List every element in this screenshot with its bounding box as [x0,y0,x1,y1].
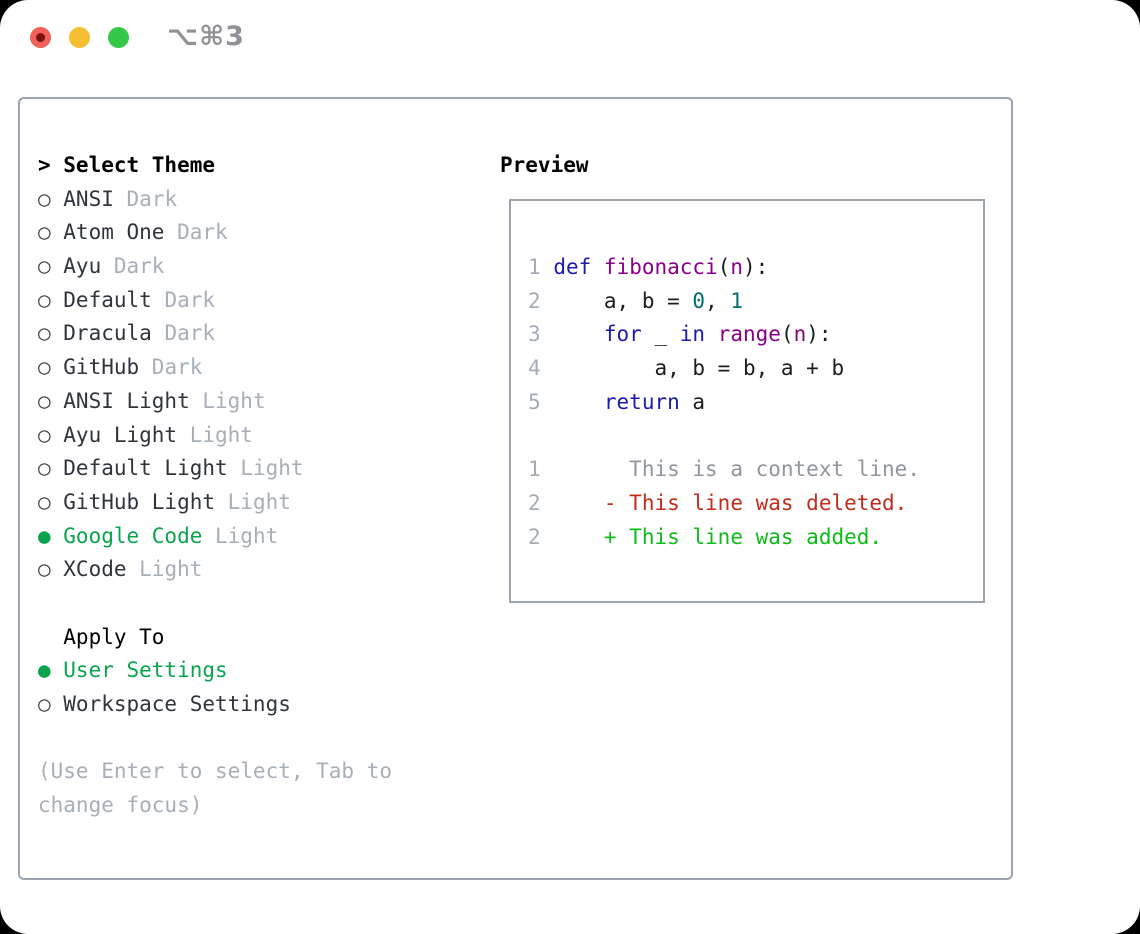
window-title: ⌥⌘3 [167,21,245,52]
theme-name: Atom One [63,220,165,245]
code-preview: 1 def fibonacci(n): 2 a, b = 0, 1 3 for _ … [528,251,983,419]
theme-variant: Light [189,422,253,447]
apply-to-option[interactable]: ● User Settings [38,654,417,688]
hint-text: (Use Enter to select, Tab to change focu… [38,759,405,818]
focus-caret-icon: > [38,153,51,177]
theme-variant: Dark [126,186,178,211]
theme-variant: Dark [113,254,165,279]
theme-variant: Dark [151,355,203,380]
selected-radio-icon: ● [38,658,51,683]
theme-variant: Light [202,388,266,413]
blank-line [528,419,983,453]
code-line: 3 for _ in range(n): [528,322,832,347]
selected-radio-icon: ● [38,523,51,548]
theme-list-section: > Select Theme ○ ANSI Dark ○ Atom One Dark ○ A… [38,149,417,823]
theme-variant: Light [227,489,291,514]
select-theme-label: Select Theme [63,153,215,177]
radio-icon: ○ [38,489,51,514]
line-number: 1 [528,255,541,279]
diff-line: 2 + This line was added. [528,524,883,549]
theme-variant: Dark [177,220,228,245]
theme-name: Default [63,287,152,312]
theme-option[interactable]: ○ Atom One Dark [38,216,417,250]
theme-variant: Dark [164,321,216,346]
theme-name: Ayu Light [63,422,178,447]
theme-option[interactable]: ○ Default Light Light [38,452,417,486]
theme-list: ○ ANSI Dark ○ Atom One Dark ○ Ayu Dark ○ Defaul… [38,183,417,587]
theme-option[interactable]: ● Google Code Light [38,520,417,554]
select-theme-header: > Select Theme [38,149,417,183]
spacer-row [38,722,417,756]
line-number: 5 [528,389,541,414]
theme-name: Ayu [63,254,102,279]
zoom-button[interactable] [108,27,129,48]
radio-icon: ○ [38,321,51,346]
code-line: 4 a, b = b, a + b [528,356,845,381]
no-marker [38,621,63,655]
radio-icon: ○ [38,422,51,447]
apply-to-header: Apply To [38,621,417,655]
theme-name: Google Code [63,523,203,548]
theme-picker-panel: > Select Theme ○ ANSI Dark ○ Atom One Dark ○ A… [18,97,1013,880]
theme-variant: Light [240,456,304,481]
theme-name: Default Light [63,456,228,481]
spacer-row [38,587,417,621]
minimize-button[interactable] [69,27,90,48]
theme-option[interactable]: ○ Ayu Dark [38,250,417,284]
preview-header: Preview [500,153,589,177]
apply-to-option[interactable]: ○ Workspace Settings [38,688,417,722]
apply-to-option-label: Workspace Settings [63,692,291,716]
apply-to-label: Apply To [63,624,165,649]
line-number: 2 [528,524,541,549]
code-line: 2 a, b = 0, 1 [528,288,743,313]
theme-variant: Dark [164,287,216,312]
radio-icon: ○ [38,254,51,279]
line-number: 1 [528,457,541,482]
radio-icon: ○ [38,692,51,716]
radio-icon: ○ [38,186,51,211]
theme-name: GitHub Light [63,489,215,514]
preview-box: 1 def fibonacci(n): 2 a, b = 0, 1 3 for _ … [509,199,985,603]
theme-option[interactable]: ○ GitHub Light Light [38,486,417,520]
theme-option[interactable]: ○ GitHub Dark [38,351,417,385]
radio-icon: ○ [38,287,51,312]
radio-icon: ○ [38,557,51,582]
apply-to-list: ● User Settings ○ Workspace Settings [38,654,417,721]
close-button[interactable] [30,27,51,48]
apply-to-option-label: User Settings [63,658,228,683]
line-number: 4 [528,356,541,381]
radio-icon: ○ [38,220,51,245]
theme-name: GitHub [63,355,140,380]
theme-variant: Light [139,557,203,582]
theme-name: ANSI Light [63,388,190,413]
theme-option[interactable]: ○ Dracula Dark [38,317,417,351]
theme-option[interactable]: ○ XCode Light [38,553,417,587]
theme-option[interactable]: ○ Ayu Light Light [38,419,417,453]
code-line: 5 return a [528,389,706,414]
line-number: 2 [528,288,541,313]
diff-preview: 1 This is a context line. 2 - This line w… [528,453,983,554]
record-dot-icon [36,33,45,42]
theme-option[interactable]: ○ Default Dark [38,284,417,318]
theme-option[interactable]: ○ ANSI Dark [38,183,417,217]
line-number: 2 [528,490,541,515]
theme-variant: Light [215,523,279,548]
line-number: 3 [528,322,541,347]
diff-line: 1 This is a context line. [528,457,920,482]
theme-name: XCode [63,557,127,582]
radio-icon: ○ [38,388,51,413]
radio-icon: ○ [38,355,51,380]
code-line: 1 def fibonacci(n): [528,255,769,279]
theme-name: ANSI [63,186,114,211]
diff-line: 2 - This line was deleted. [528,490,908,515]
theme-option[interactable]: ○ ANSI Light Light [38,385,417,419]
theme-name: Dracula [63,321,152,346]
radio-icon: ○ [38,456,51,481]
